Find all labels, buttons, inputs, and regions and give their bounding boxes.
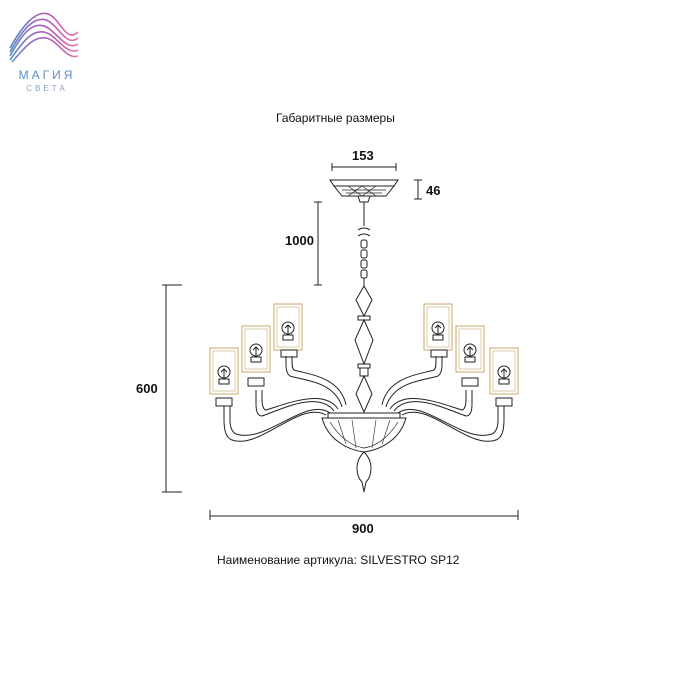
dimensions-heading: Габаритные размеры: [276, 111, 395, 125]
lamp-shade-left-inner: [273, 303, 303, 358]
total-width-dimension-line: [209, 510, 519, 520]
dim-total-width: 900: [352, 521, 374, 536]
brand-logo: МАГИЯ СВЕТА: [4, 4, 84, 96]
canopy: [329, 179, 399, 203]
dim-canopy-diameter: 153: [352, 148, 374, 163]
logo-wave-icon: [9, 12, 79, 63]
central-bowl: [321, 412, 407, 493]
canopy-diameter-dimension-line: [331, 163, 397, 171]
lamp-shade-left-outer: [209, 347, 239, 407]
chain: [357, 202, 371, 286]
brand-name: МАГИЯ: [18, 68, 76, 82]
central-column: [354, 284, 374, 414]
lamp-shade-left-middle: [241, 325, 271, 387]
lamp-shade-right-outer: [489, 347, 519, 407]
arms-left: [223, 356, 347, 442]
lamp-shade-right-inner: [423, 303, 453, 358]
article-name: Наименование артикула: SILVESTRO SP12: [217, 553, 460, 567]
dim-canopy-height: 46: [426, 183, 441, 198]
lamp-shade-right-middle: [455, 325, 485, 387]
dim-chain-length: 1000: [285, 233, 314, 248]
canopy-height-dimension-line: [414, 179, 422, 200]
chain-length-dimension-line: [314, 201, 322, 286]
brand-tagline: СВЕТА: [26, 84, 68, 93]
arms-right: [381, 356, 505, 442]
body-height-dimension-line: [162, 284, 182, 493]
lamp-shades: [209, 303, 519, 407]
dim-body-height: 600: [136, 381, 158, 396]
